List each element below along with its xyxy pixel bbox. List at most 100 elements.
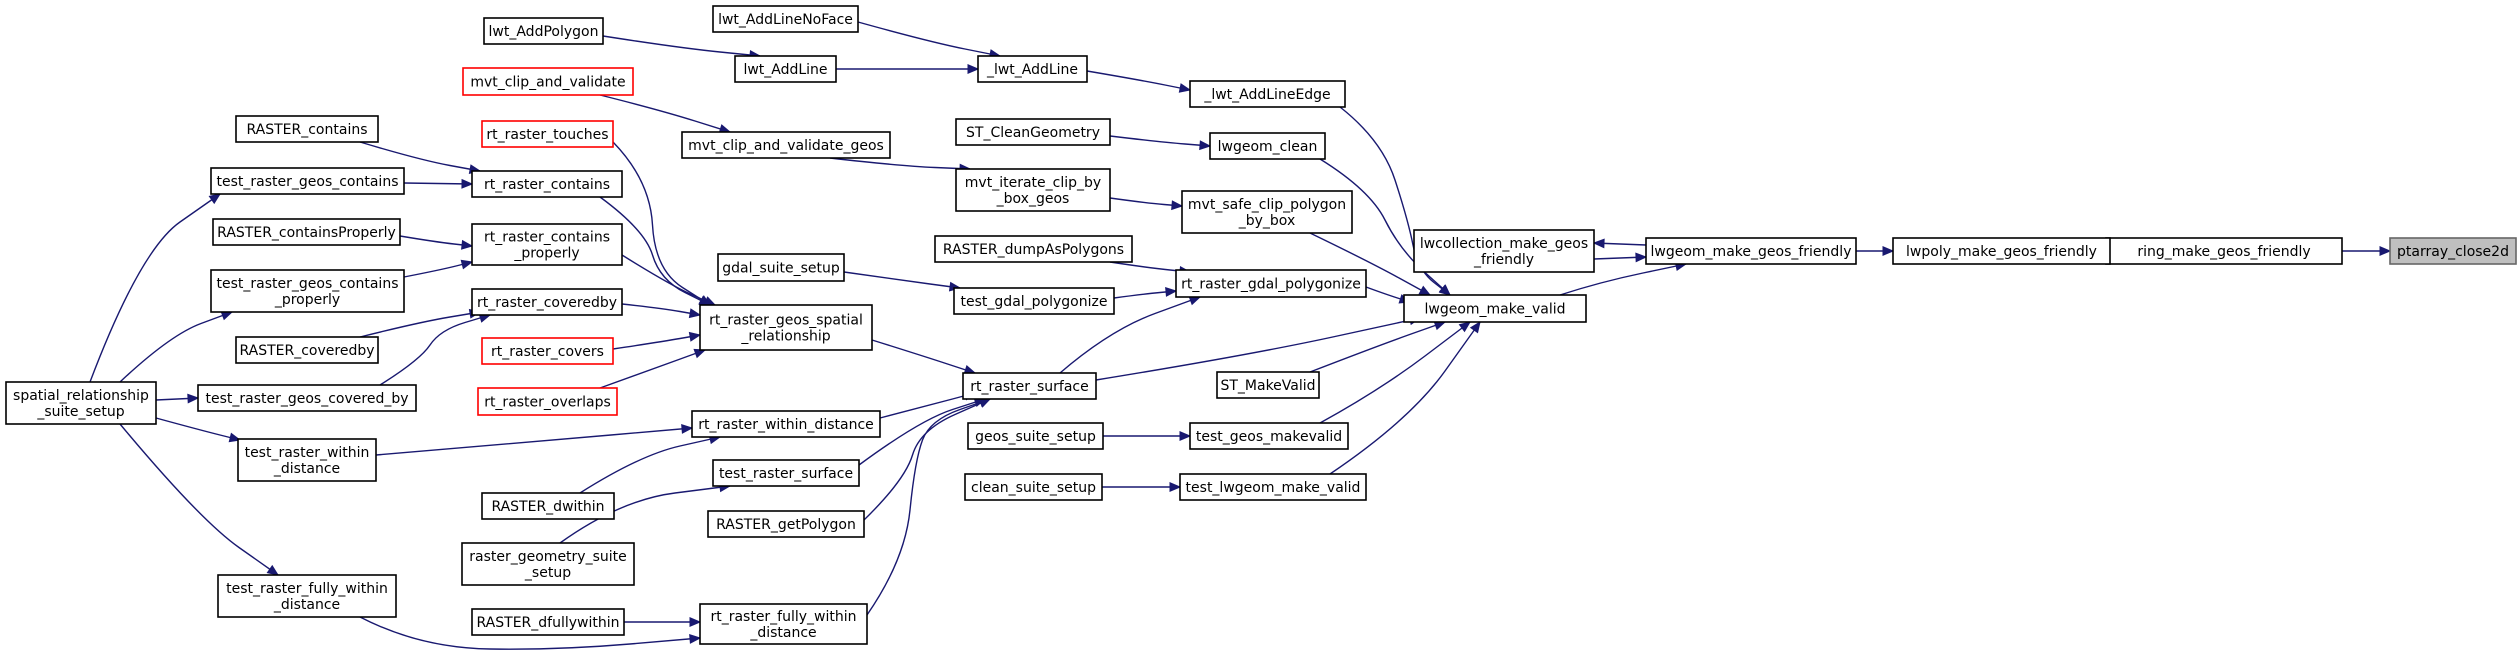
node-lwpoly_make_geos_friendly[interactable]: lwpoly_make_geos_friendly <box>1892 237 2111 265</box>
node-box[interactable] <box>712 5 859 33</box>
node-test_raster_surface[interactable]: test_raster_surface <box>712 459 860 487</box>
node-box[interactable] <box>1209 132 1326 160</box>
node-box[interactable] <box>217 574 397 618</box>
node-box[interactable] <box>1892 237 2111 265</box>
node-box[interactable] <box>481 337 614 365</box>
node-ST_MakeValid[interactable]: ST_MakeValid <box>1216 371 1320 399</box>
node-mvt_safe_clip_polygon_by_box[interactable]: mvt_safe_clip_polygon_by_box <box>1181 190 1353 234</box>
node-gdal_suite_setup[interactable]: gdal_suite_setup <box>717 253 845 282</box>
node-box[interactable] <box>1179 473 1367 501</box>
node-RASTER_coveredby[interactable]: RASTER_coveredby <box>235 336 379 364</box>
node-box[interactable] <box>962 372 1097 400</box>
node-box[interactable] <box>955 118 1111 146</box>
node-box[interactable] <box>1413 229 1595 273</box>
node-rt_raster_coveredby[interactable]: rt_raster_coveredby <box>471 288 623 316</box>
node-box[interactable] <box>197 384 417 412</box>
node-box[interactable] <box>471 608 625 636</box>
node-test_lwgeom_make_valid[interactable]: test_lwgeom_make_valid <box>1179 473 1367 501</box>
node-rt_raster_contains_properly[interactable]: rt_raster_contains_properly <box>471 223 623 266</box>
node-ring_make_geos_friendly[interactable]: ring_make_geos_friendly <box>2105 237 2343 265</box>
node-box[interactable] <box>237 438 377 482</box>
node-box[interactable] <box>212 218 401 246</box>
node-box[interactable] <box>699 603 868 645</box>
node-box[interactable] <box>691 410 881 438</box>
node-test_raster_geos_contains[interactable]: test_raster_geos_contains <box>210 167 405 195</box>
node-lwgeom_make_valid[interactable]: lwgeom_make_valid <box>1403 294 1587 323</box>
node-box[interactable] <box>734 55 837 83</box>
node-box[interactable] <box>953 287 1115 315</box>
node-box[interactable] <box>712 459 860 487</box>
node-rt_raster_covers[interactable]: rt_raster_covers <box>481 337 614 365</box>
node-box[interactable] <box>964 473 1103 501</box>
node-box[interactable] <box>471 170 623 198</box>
node-mvt_iterate_clip_by_box_geos[interactable]: mvt_iterate_clip_by_box_geos <box>955 168 1111 212</box>
node-rt_raster_touches[interactable]: rt_raster_touches <box>481 120 614 148</box>
node-_lwt_AddLineEdge[interactable]: _lwt_AddLineEdge <box>1189 80 1346 108</box>
node-box[interactable] <box>210 269 405 313</box>
node-test_raster_geos_contains_properly[interactable]: test_raster_geos_contains_properly <box>210 269 405 313</box>
node-ST_CleanGeometry[interactable]: ST_CleanGeometry <box>955 118 1111 146</box>
node-test_raster_geos_covered_by[interactable]: test_raster_geos_covered_by <box>197 384 417 412</box>
node-box[interactable] <box>210 167 405 195</box>
node-box[interactable] <box>1189 422 1349 450</box>
node-rt_raster_overlaps[interactable]: rt_raster_overlaps <box>477 387 618 416</box>
node-test_raster_fully_within_distance[interactable]: test_raster_fully_within_distance <box>217 574 397 618</box>
node-box[interactable] <box>707 510 865 538</box>
node-raster_geometry_suite_setup[interactable]: raster_geometry_suite_setup <box>461 542 635 586</box>
node-box[interactable] <box>717 253 845 282</box>
node-box[interactable] <box>1216 371 1320 399</box>
node-box[interactable] <box>481 120 614 148</box>
node-box[interactable] <box>471 288 623 316</box>
node-lwt_AddLine[interactable]: lwt_AddLine <box>734 55 837 83</box>
node-box[interactable] <box>5 381 157 425</box>
node-box[interactable] <box>699 304 873 351</box>
node-box[interactable] <box>471 223 623 266</box>
node-ptarray_close2d[interactable]: ptarray_close2d <box>2389 237 2517 265</box>
node-RASTER_getPolygon[interactable]: RASTER_getPolygon <box>707 510 865 538</box>
node-rt_raster_gdal_polygonize[interactable]: rt_raster_gdal_polygonize <box>1175 269 1367 298</box>
node-box[interactable] <box>967 422 1104 450</box>
node-RASTER_dwithin[interactable]: RASTER_dwithin <box>481 492 615 520</box>
node-RASTER_contains[interactable]: RASTER_contains <box>235 115 379 143</box>
node-box[interactable] <box>462 67 634 96</box>
node-RASTER_dumpAsPolygons[interactable]: RASTER_dumpAsPolygons <box>934 235 1133 263</box>
node-box[interactable] <box>1645 237 1857 265</box>
node-lwcollection_make_geos_friendly[interactable]: lwcollection_make_geos_friendly <box>1413 229 1595 273</box>
node-box[interactable] <box>477 387 618 416</box>
node-test_geos_makevalid[interactable]: test_geos_makevalid <box>1189 422 1349 450</box>
node-box[interactable] <box>2389 237 2517 265</box>
node-box[interactable] <box>681 131 891 159</box>
node-_lwt_AddLine[interactable]: _lwt_AddLine <box>977 55 1088 83</box>
node-box[interactable] <box>461 542 635 586</box>
node-lwgeom_clean[interactable]: lwgeom_clean <box>1209 132 1326 160</box>
node-rt_raster_surface[interactable]: rt_raster_surface <box>962 372 1097 400</box>
node-rt_raster_within_distance[interactable]: rt_raster_within_distance <box>691 410 881 438</box>
node-lwt_AddLineNoFace[interactable]: lwt_AddLineNoFace <box>712 5 859 33</box>
node-label: lwt_AddPolygon <box>489 24 599 40</box>
node-box[interactable] <box>1181 190 1353 234</box>
node-lwt_AddPolygon[interactable]: lwt_AddPolygon <box>483 17 604 45</box>
node-clean_suite_setup[interactable]: clean_suite_setup <box>964 473 1103 501</box>
node-box[interactable] <box>934 235 1133 263</box>
node-box[interactable] <box>481 492 615 520</box>
node-box[interactable] <box>483 17 604 45</box>
node-RASTER_dfullywithin[interactable]: RASTER_dfullywithin <box>471 608 625 636</box>
node-box[interactable] <box>235 115 379 143</box>
node-rt_raster_fully_within_distance[interactable]: rt_raster_fully_within_distance <box>699 603 868 645</box>
node-box[interactable] <box>1175 269 1367 298</box>
node-RASTER_containsProperly[interactable]: RASTER_containsProperly <box>212 218 401 246</box>
node-box[interactable] <box>977 55 1088 83</box>
node-rt_raster_geos_spatial_relationship[interactable]: rt_raster_geos_spatial_relationship <box>699 304 873 351</box>
node-mvt_clip_and_validate_geos[interactable]: mvt_clip_and_validate_geos <box>681 131 891 159</box>
node-box[interactable] <box>1189 80 1346 108</box>
node-lwgeom_make_geos_friendly[interactable]: lwgeom_make_geos_friendly <box>1645 237 1857 265</box>
node-test_raster_within_distance[interactable]: test_raster_within_distance <box>237 438 377 482</box>
node-geos_suite_setup[interactable]: geos_suite_setup <box>967 422 1104 450</box>
node-rt_raster_contains[interactable]: rt_raster_contains <box>471 170 623 198</box>
node-box[interactable] <box>1403 294 1587 323</box>
node-spatial_relationship_suite_setup[interactable]: spatial_relationship_suite_setup <box>5 381 157 425</box>
node-mvt_clip_and_validate[interactable]: mvt_clip_and_validate <box>462 67 634 96</box>
node-test_gdal_polygonize[interactable]: test_gdal_polygonize <box>953 287 1115 315</box>
node-box[interactable] <box>235 336 379 364</box>
node-box[interactable] <box>955 168 1111 212</box>
